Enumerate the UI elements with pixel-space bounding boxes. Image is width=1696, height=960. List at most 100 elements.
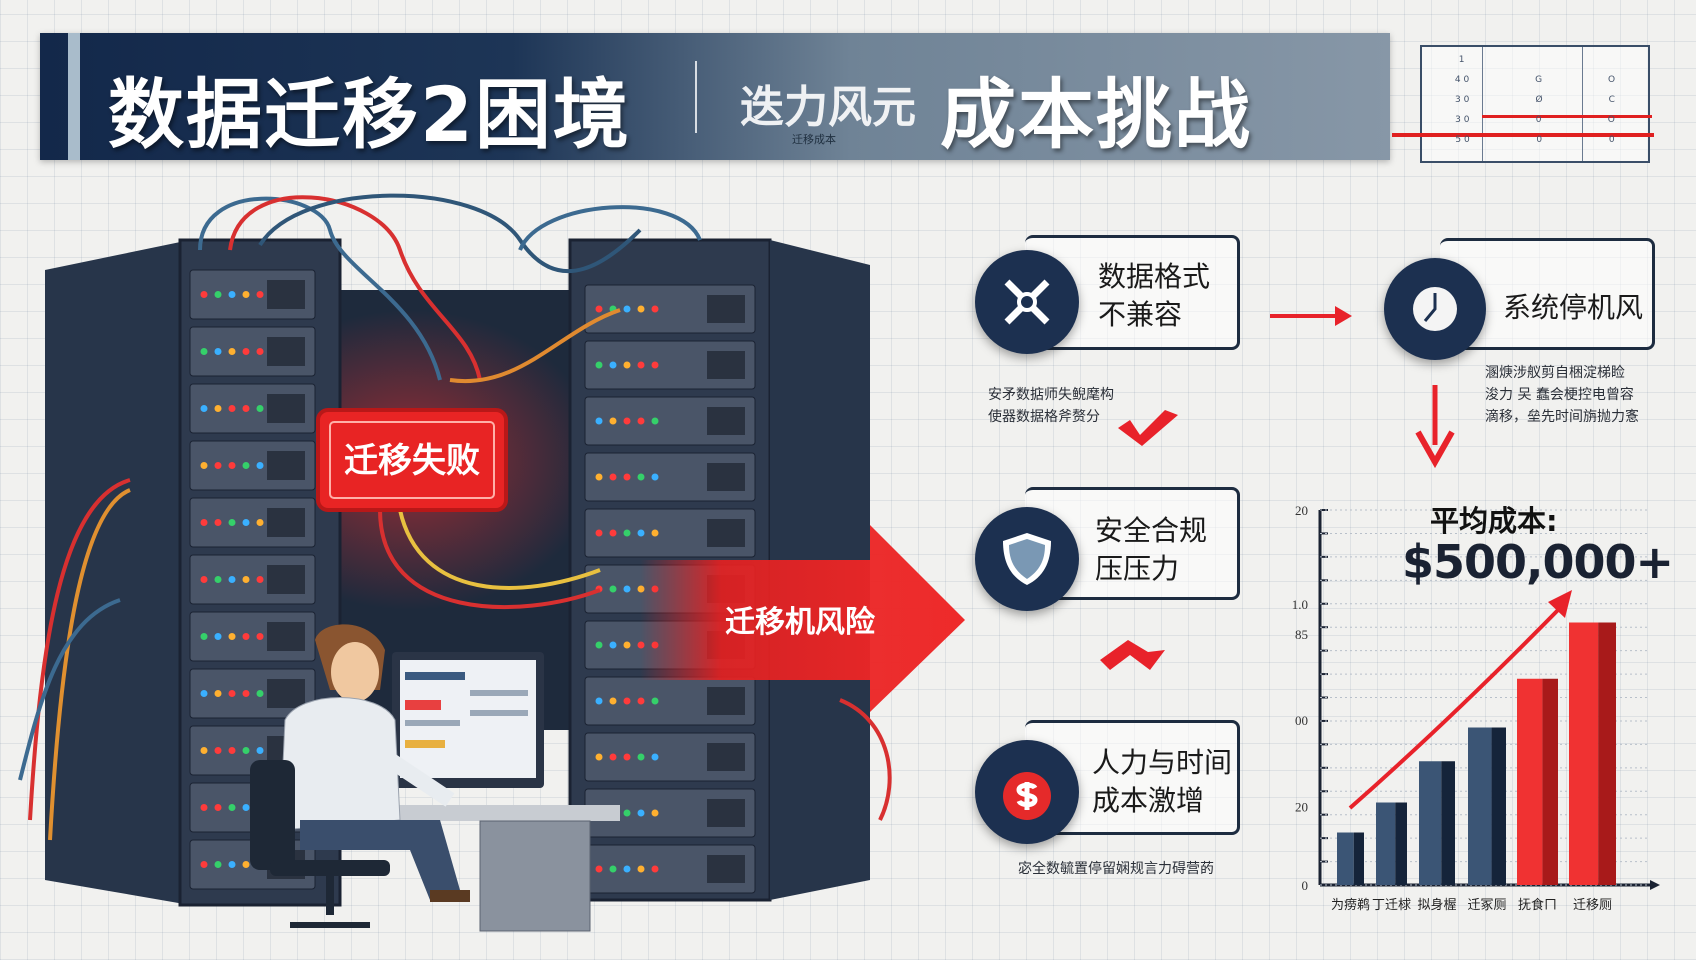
money-bag-icon (975, 740, 1079, 844)
card-line1: 数据格式 (1098, 260, 1211, 293)
status-led (242, 519, 250, 526)
status-led (200, 519, 208, 526)
trend-line (1348, 606, 1562, 810)
status-led (595, 641, 603, 649)
card-line2: 不兼容 (1098, 298, 1183, 331)
status-led (637, 529, 645, 537)
mini-table-cell: O (1607, 115, 1615, 125)
status-led (214, 861, 222, 868)
status-led (214, 348, 222, 355)
status-led (228, 804, 236, 811)
status-led (214, 804, 222, 811)
status-led (200, 462, 208, 469)
status-led (595, 697, 603, 705)
mini-table-cell: 1 (1458, 55, 1465, 65)
status-led (609, 417, 617, 425)
arrow-right-icon (1270, 306, 1352, 326)
mini-table-cell: C (1608, 95, 1615, 105)
status-led (623, 697, 631, 705)
drive-bay (267, 280, 305, 309)
office-chair (250, 760, 390, 928)
x-tick-label: 拟身楃 (1417, 897, 1456, 913)
status-led (623, 809, 631, 817)
status-led (228, 861, 236, 868)
card-line2: 成本激增 (1092, 784, 1205, 817)
caption-card1: 安矛数掂师失鲵麾构 使器数据格斧赘分 (988, 384, 1114, 428)
red-caret-icon (1100, 640, 1165, 670)
status-led (228, 462, 236, 469)
status-led (242, 576, 250, 583)
status-led (200, 804, 208, 811)
status-led (623, 585, 631, 593)
failure-sign (316, 408, 508, 512)
mini-table-divider (1482, 47, 1483, 161)
status-led (609, 641, 617, 649)
status-led (214, 690, 222, 697)
failure-sign-inner-border (329, 421, 495, 499)
mini-table-divider (1582, 47, 1583, 161)
status-led (200, 576, 208, 583)
bar (1337, 832, 1354, 885)
status-led (200, 633, 208, 640)
status-led (256, 405, 264, 412)
card-line2: 压压力 (1095, 552, 1180, 585)
mini-table-cell: O (1607, 75, 1616, 85)
bar (1569, 622, 1599, 885)
status-led (651, 697, 659, 705)
status-led (256, 747, 264, 754)
mini-table-cell: 0 (1535, 115, 1542, 125)
status-led (200, 861, 208, 868)
status-led (242, 348, 250, 355)
mini-table-cell: Ø (1535, 95, 1543, 105)
caption-card4: 宓全数毓置停留娴规言力碍营菂 (1018, 861, 1214, 877)
status-led (214, 576, 222, 583)
card-text: 人力与时间 成本激增 (1092, 744, 1232, 820)
status-led (623, 529, 631, 537)
status-led (637, 305, 645, 313)
status-led (228, 747, 236, 754)
status-led (609, 865, 617, 873)
status-led (637, 753, 645, 761)
status-led (637, 473, 645, 481)
failure-sign-text: 迁移失败 (344, 441, 480, 481)
mini-table-cell: 0 (1608, 135, 1615, 145)
drive-bay (707, 295, 745, 323)
status-led (609, 473, 617, 481)
card-text: 数据格式 不兼容 (1098, 258, 1210, 334)
status-led (242, 633, 250, 640)
status-led (595, 473, 603, 481)
shield-icon (975, 507, 1079, 611)
status-led (256, 291, 264, 298)
status-led (595, 753, 603, 761)
status-led (200, 291, 208, 298)
status-led (609, 697, 617, 705)
broken-chain-icon (975, 250, 1079, 354)
title-left: 数据迁移2困境 (108, 70, 631, 159)
x-tick-label: 为痨鹈 (1331, 897, 1370, 913)
status-led (609, 585, 617, 593)
banner-stripe (68, 33, 80, 160)
drive-bay (707, 799, 745, 827)
x-tick-label: 迁移厕 (1573, 898, 1612, 913)
status-led (609, 753, 617, 761)
cost-bar-chart: 02000851.020为痨鹈丁迁梂拟身楃迁冢厕抚食ㄇ迁移厕 (1292, 503, 1660, 913)
status-led (228, 633, 236, 640)
status-led (623, 361, 631, 369)
x-tick-label: 迁冢厕 (1467, 898, 1506, 913)
drive-bay (267, 451, 305, 480)
status-led (214, 519, 222, 526)
status-led (637, 361, 645, 369)
status-led (242, 690, 250, 697)
drive-bay (267, 565, 305, 594)
status-led (651, 529, 659, 537)
bar (1468, 727, 1492, 885)
title-divider (695, 61, 697, 133)
status-led (256, 348, 264, 355)
clock-icon (1384, 258, 1486, 360)
mini-table-red-line (1392, 133, 1654, 137)
title-garbled-sub: 迁移成本 (792, 133, 836, 146)
card-line1: 人力与时间 (1092, 746, 1233, 779)
status-led (200, 690, 208, 697)
drive-bay (267, 622, 305, 651)
